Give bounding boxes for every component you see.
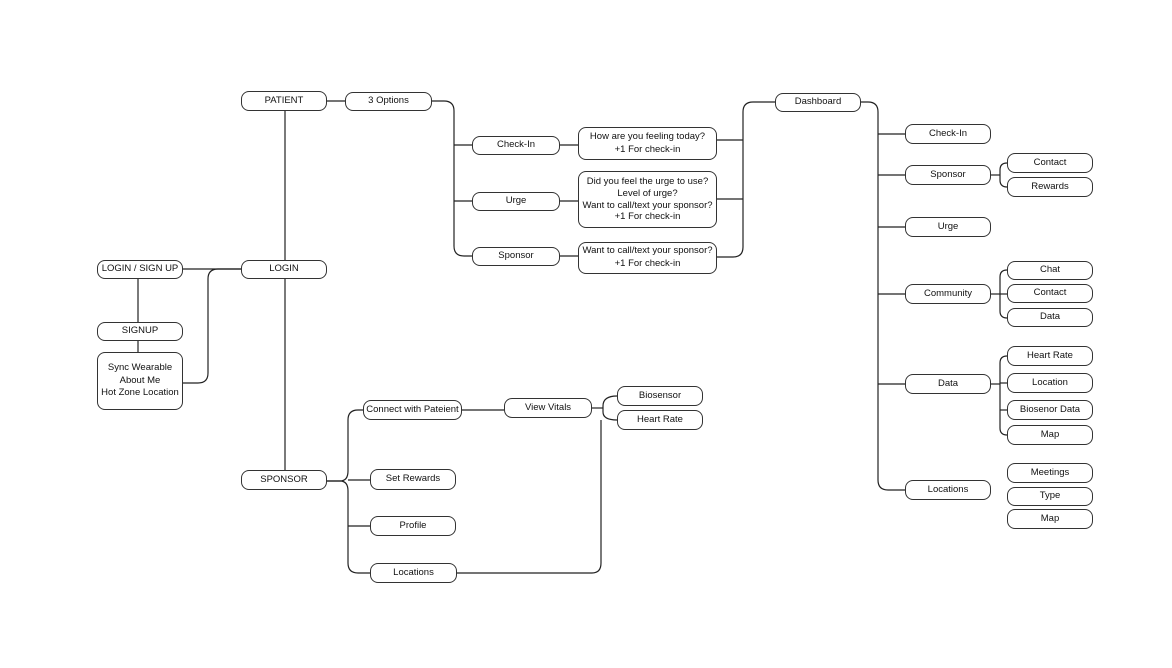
sub-label: Map — [1040, 512, 1060, 524]
signup-step: About Me — [119, 374, 161, 386]
detail-line: How are you feeling today? — [589, 130, 706, 142]
dash-data-node: Data — [905, 374, 991, 394]
dash-urge-node: Urge — [905, 217, 991, 237]
dash-community-node: Community — [905, 284, 991, 304]
dash-community-label: Community — [923, 287, 973, 299]
connect-patient-node: Connect with Pateient — [363, 400, 462, 420]
set-rewards-node: Set Rewards — [370, 469, 456, 490]
sub-label: Contact — [1033, 156, 1067, 168]
locations-meetings-node: Meetings — [1007, 463, 1093, 483]
locations-type-node: Type — [1007, 487, 1093, 506]
detail-line: Want to call/text your sponsor? — [582, 199, 713, 211]
patient-node: PATIENT — [241, 91, 327, 111]
dash-data-label: Data — [937, 377, 959, 389]
data-map-node: Map — [1007, 425, 1093, 445]
dash-urge-label: Urge — [937, 220, 959, 232]
sub-label: Heart Rate — [1027, 349, 1073, 361]
dash-checkin-node: Check-In — [905, 124, 991, 144]
community-data-node: Data — [1007, 308, 1093, 327]
biosensor-node: Biosensor — [617, 386, 703, 406]
patient-label: PATIENT — [264, 94, 304, 106]
sub-label: Rewards — [1031, 180, 1069, 192]
sub-label: Biosenor Data — [1019, 403, 1081, 415]
urge-detail-node: Did you feel the urge to use? Level of u… — [578, 171, 717, 228]
set-rewards-label: Set Rewards — [385, 473, 441, 485]
sub-label: Type — [1039, 490, 1061, 502]
dash-locations-node: Locations — [905, 480, 991, 500]
sub-label: Chat — [1039, 264, 1061, 276]
login-node: LOGIN — [241, 260, 327, 279]
sponsor-detail-node: Want to call/text your sponsor? +1 For c… — [578, 242, 717, 274]
sub-label: Meetings — [1030, 466, 1070, 478]
dash-checkin-label: Check-In — [928, 127, 967, 139]
detail-line: +1 For check-in — [614, 258, 681, 269]
detail-line: Level of urge? — [617, 187, 678, 199]
checkin-detail-node: How are you feeling today? +1 For check-… — [578, 127, 717, 160]
login-signup-label: LOGIN / SIGN UP — [101, 263, 179, 275]
community-contact-node: Contact — [1007, 284, 1093, 303]
option-sponsor-label: Sponsor — [498, 250, 534, 262]
sub-label: Map — [1040, 428, 1060, 440]
option-urge-node: Urge — [472, 192, 560, 211]
option-urge-label: Urge — [505, 195, 527, 207]
heart-rate-node: Heart Rate — [617, 410, 703, 430]
signup-step: Hot Zone Location — [101, 387, 179, 399]
data-location-node: Location — [1007, 373, 1093, 393]
community-chat-node: Chat — [1007, 261, 1093, 280]
option-sponsor-node: Sponsor — [472, 247, 560, 266]
detail-line: +1 For check-in — [614, 211, 681, 223]
signup-node: SIGNUP — [97, 322, 183, 341]
login-signup-node: LOGIN / SIGN UP — [97, 260, 183, 279]
signup-steps-node: Sync Wearable About Me Hot Zone Location — [97, 352, 183, 410]
three-options-node: 3 Options — [345, 92, 432, 111]
detail-line: +1 For check-in — [614, 143, 681, 155]
data-biosensor-node: Biosenor Data — [1007, 400, 1093, 420]
dashboard-node: Dashboard — [775, 93, 861, 112]
dashboard-label: Dashboard — [794, 96, 842, 108]
sub-label: Data — [1039, 311, 1061, 323]
connect-patient-label: Connect with Pateient — [366, 403, 459, 415]
login-label: LOGIN — [269, 263, 299, 275]
three-options-label: 3 Options — [368, 95, 409, 107]
detail-line: Want to call/text your sponsor? — [582, 245, 713, 257]
sponsor-contact-node: Contact — [1007, 153, 1093, 173]
sub-label: Contact — [1033, 287, 1067, 299]
profile-node: Profile — [370, 516, 456, 536]
dash-sponsor-label: Sponsor — [930, 168, 966, 180]
option-checkin-node: Check-In — [472, 136, 560, 155]
heart-rate-label: Heart Rate — [637, 413, 683, 425]
sponsor-locations-node: Locations — [370, 563, 457, 583]
dash-locations-label: Locations — [927, 483, 969, 495]
sponsor-label: SPONSOR — [260, 473, 308, 485]
sponsor-locations-label: Locations — [393, 566, 434, 578]
signup-step: Sync Wearable — [107, 361, 173, 373]
profile-label: Profile — [399, 519, 427, 531]
detail-line: Did you feel the urge to use? — [586, 175, 709, 187]
sub-label: Location — [1032, 376, 1068, 388]
sponsor-node: SPONSOR — [241, 470, 327, 490]
option-checkin-label: Check-In — [496, 139, 535, 151]
signup-label: SIGNUP — [121, 325, 159, 337]
locations-map-node: Map — [1007, 509, 1093, 529]
biosensor-label: Biosensor — [638, 389, 682, 401]
view-vitals-label: View Vitals — [524, 401, 572, 413]
dash-sponsor-node: Sponsor — [905, 165, 991, 185]
data-heart-rate-node: Heart Rate — [1007, 346, 1093, 366]
sponsor-rewards-node: Rewards — [1007, 177, 1093, 197]
view-vitals-node: View Vitals — [504, 398, 592, 418]
